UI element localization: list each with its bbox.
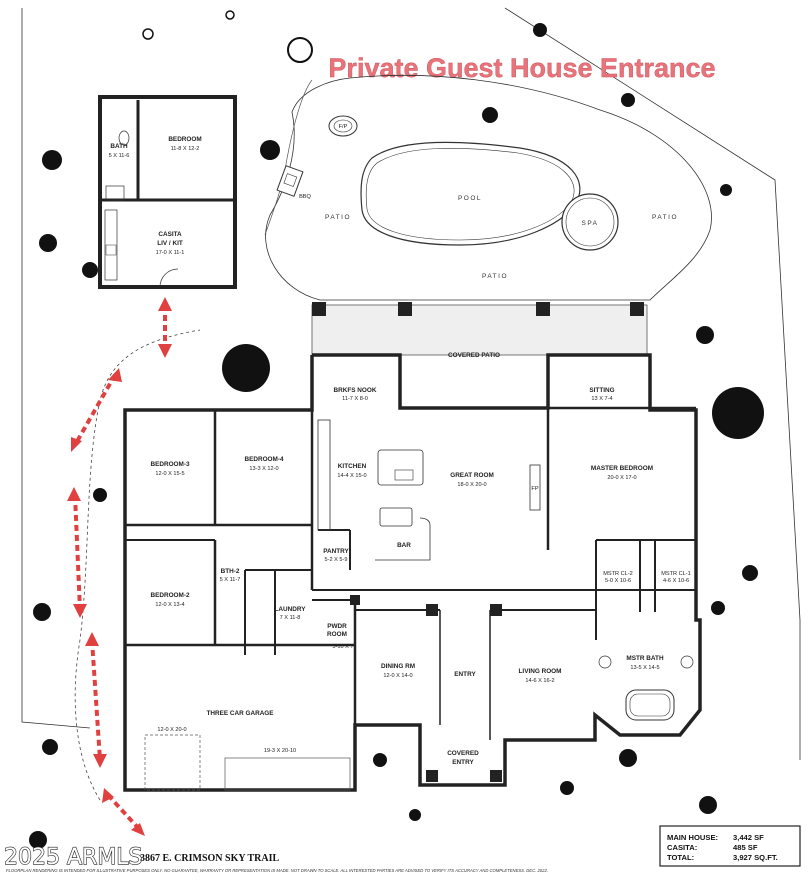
great-room-label: GREAT ROOM [450,472,494,479]
spa [561,193,619,251]
fire-pit-label: F/P [339,124,348,130]
pool-label: POOL [458,195,482,202]
breakfast-nook-label: BRKFS NOOK [334,387,377,394]
master-closet-2-label: MSTR CL-2 [603,571,633,577]
sitting-dim: 13 X 7-4 [591,396,612,402]
powder-room-label: PWDR [327,623,347,630]
living-room-dim: 14-6 X 16-2 [525,678,554,684]
garage-bay-1-dim: 12-0 X 20-0 [157,727,186,733]
casita-living-dim: 17-0 X 11-1 [156,250,185,256]
kitchen-dim: 14-4 X 15-0 [337,473,366,479]
master-bath-dim: 13-5 X 14-5 [630,665,659,671]
casita-bath-label: BATH [110,143,128,150]
covered-entry-label-2: ENTRY [452,759,474,766]
main-house: COVERED PATIO [123,302,702,792]
patio-deck [265,74,712,301]
bedroom-2-label: BEDROOM-2 [150,592,190,599]
master-bedroom-dim: 20-0 X 17-0 [607,475,636,481]
casita: BATH 5 X 11-6 BEDROOM 11-8 X 12-2 CASITA… [98,95,237,289]
casita-bedroom-label: BEDROOM [168,136,201,143]
breakfast-nook-dim: 11-7 X 8-0 [342,396,368,402]
powder-room-label-2: ROOM [327,631,347,638]
patio-bottom-label: PATIO [482,273,508,280]
master-bedroom-label: MASTER BEDROOM [591,465,653,472]
bedroom-3-dim: 12-0 X 15-5 [155,471,184,477]
sqft-casita-value: 485 SF [733,843,758,852]
sqft-main-value: 3,442 SF [733,833,764,842]
casita-bedroom-dim: 11-8 X 12-2 [171,146,200,152]
bbq [276,165,304,197]
page-title: Private Guest House Entrance [328,53,715,83]
dining-room-label: DINING RM [381,663,415,670]
bedroom-3-label: BEDROOM-3 [150,461,190,468]
master-closet-1-label: MSTR CL-1 [661,571,691,577]
disclaimer: FLOORPLAN RENDERING IS INTENDED FOR ILLU… [6,868,548,873]
sqft-total-value: 3,927 SQ.FT. [733,853,778,862]
sqft-main-label: MAIN HOUSE: [667,833,718,842]
bath-2-dim: 5 X 11-7 [220,577,241,583]
bbq-label: BBQ [299,194,311,200]
dining-room-dim: 12-0 X 14-0 [383,673,412,679]
pantry-dim: 5-2 X 5-9 [324,557,347,563]
lot-boundary-right [504,7,801,760]
bedroom-4-label: BEDROOM-4 [244,456,284,463]
kitchen-label: KITCHEN [338,463,367,470]
svg-text:FP: FP [531,486,538,492]
entry-label: ENTRY [454,671,476,678]
garage-label: THREE CAR GARAGE [206,710,274,717]
fire-pit [328,115,358,137]
lot-boundary [21,8,91,729]
bedroom-2-dim: 12-0 X 13-4 [155,602,184,608]
bedroom-4-dim: 13-3 X 12-0 [249,466,278,472]
casita-living-label-2: LIV / KIT [157,240,183,247]
great-room-dim: 18-0 X 20-0 [457,482,486,488]
guest-path-arrows [73,305,167,832]
laundry-label: LAUNDRY [274,606,306,613]
garage-bay-2-dim: 19-3 X 20-10 [264,748,296,754]
property-address: 3867 E. CRIMSON SKY TRAIL [140,853,280,864]
bar-label: BAR [397,542,411,549]
laundry-dim: 7 X 11-8 [280,615,301,621]
covered-entry-label: COVERED [447,750,479,757]
sitting-label: SITTING [589,387,614,394]
casita-bath-dim: 5 X 11-6 [109,153,130,159]
patio-right-label: PATIO [652,214,678,221]
living-room-label: LIVING ROOM [519,668,562,675]
master-bath-label: MSTR BATH [626,655,664,662]
guest-path-arrowheads [67,297,172,836]
sqft-casita-label: CASITA: [667,843,697,852]
sqft-total-label: TOTAL: [667,853,694,862]
landscape-trees [29,10,764,849]
pool [360,141,581,246]
master-closet-1-dim: 4-6 X 10-6 [663,578,689,584]
covered-patio-label: COVERED PATIO [448,352,500,359]
master-closet-2-dim: 5-0 X 10-6 [605,578,631,584]
pantry-label: PANTRY [323,548,349,555]
watermark: 2025 ARMLS [4,845,143,870]
square-footage-box: MAIN HOUSE: 3,442 SF CASITA: 485 SF TOTA… [659,825,801,867]
patio-left-label: PATIO [325,214,351,221]
bath-2-label: BTH-2 [221,568,240,575]
powder-room-dim: 5-10 X 7 [332,644,353,650]
casita-living-label: CASITA [158,231,182,238]
spa-label: SPA [581,220,598,227]
